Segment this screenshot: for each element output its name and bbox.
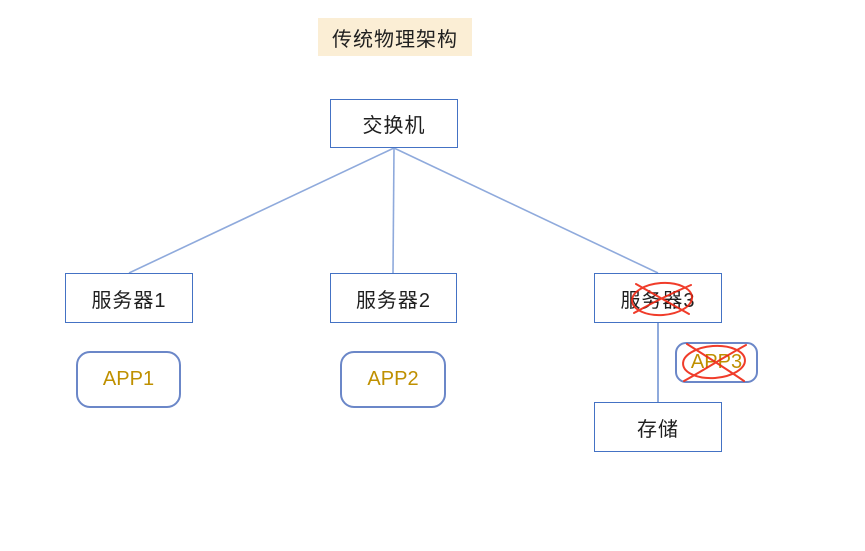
edge-switch-server1 <box>128 147 395 274</box>
node-server1: 服务器1 <box>65 273 193 323</box>
node-storage: 存储 <box>594 402 722 452</box>
node-app3: APP3 <box>675 342 758 383</box>
node-server3: 服务器3 <box>594 273 722 323</box>
node-app2: APP2 <box>340 351 446 408</box>
node-server2: 服务器2 <box>330 273 457 323</box>
diagram-title: 传统物理架构 <box>318 18 472 56</box>
node-app1: APP1 <box>76 351 181 408</box>
node-switch: 交换机 <box>330 99 458 148</box>
edge-switch-server2 <box>392 147 395 274</box>
edge-switch-server3 <box>393 147 659 274</box>
